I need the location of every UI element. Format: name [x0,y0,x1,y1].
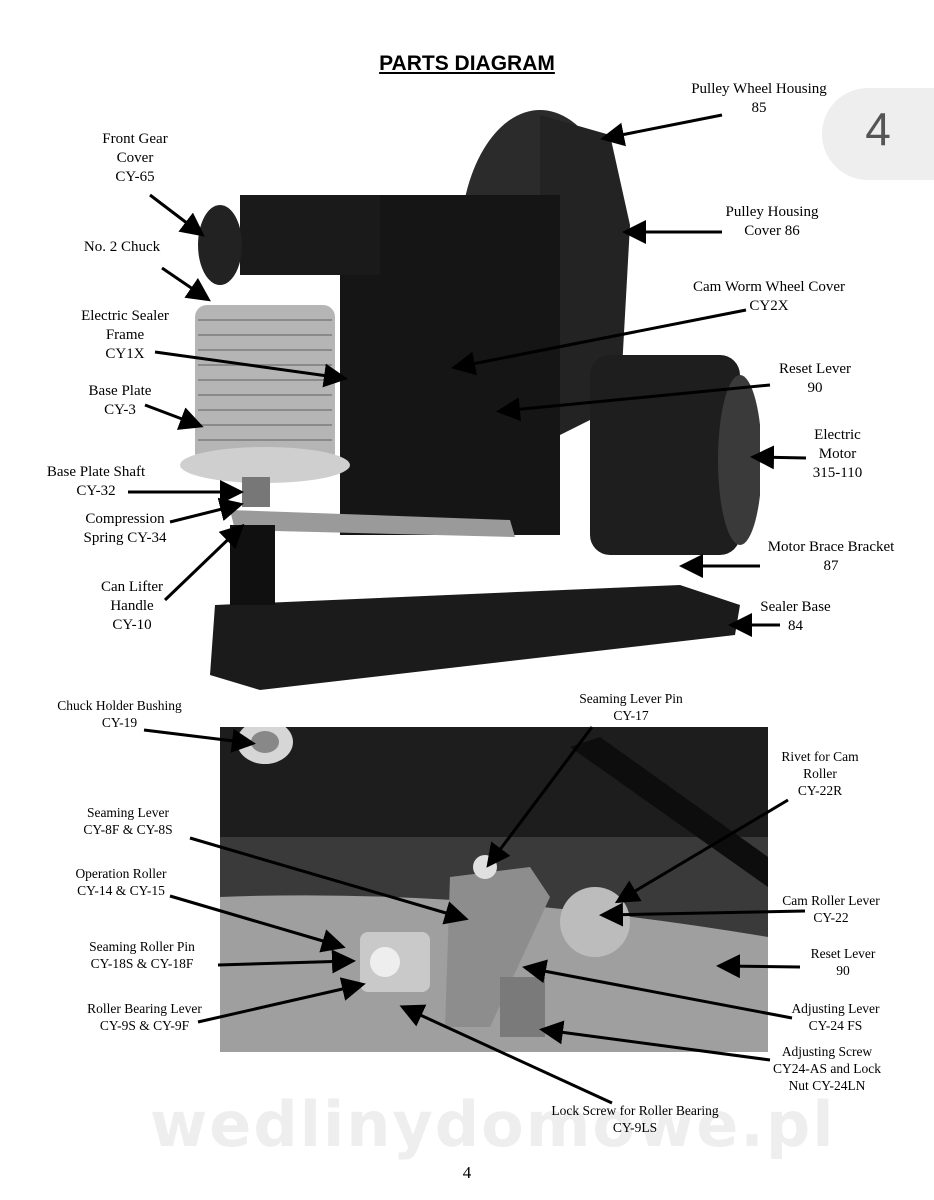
page-number: 4 [462,1163,472,1182]
label-no2-chuck: No. 2 Chuck [83,239,161,255]
page-tab: 4 [822,88,934,180]
seaming-mechanism-photo [220,727,768,1052]
watermark: wedlinydomowe.pl [150,1088,836,1161]
sealer-machine-photo [180,110,760,690]
page-title: PARTS DIAGRAM [379,52,555,75]
page-tab-number: 4 [865,103,891,155]
